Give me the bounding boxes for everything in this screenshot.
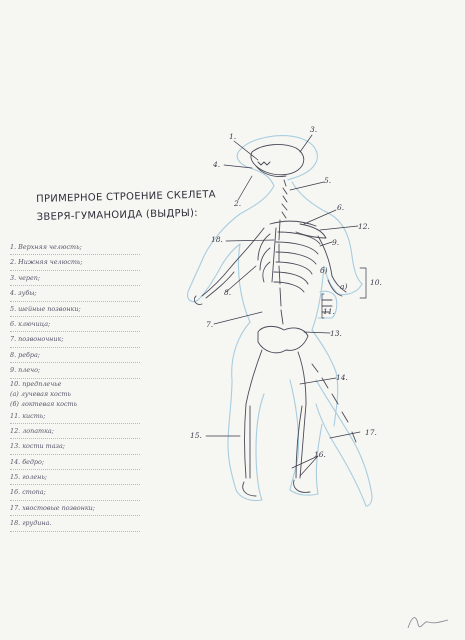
legend-item-group: 10. предплечье (а) лучевая кость (б) лок… bbox=[10, 379, 140, 409]
cervical-vertebrae bbox=[281, 179, 288, 219]
skull bbox=[250, 144, 305, 176]
sternum bbox=[271, 227, 277, 283]
humerus-right bbox=[229, 227, 265, 269]
label-6: 6. bbox=[337, 203, 345, 212]
legend-item: 1. Верхняя челюсть; bbox=[10, 240, 140, 256]
lower-jaw bbox=[255, 165, 287, 177]
label-16: 16. bbox=[314, 450, 326, 459]
label-8: 8. bbox=[224, 288, 232, 297]
legend-item: 2. Нижняя челюсть; bbox=[10, 255, 140, 271]
bones bbox=[193, 144, 357, 497]
legend-item: 6. ключица; bbox=[10, 317, 140, 333]
label-10: 10. bbox=[370, 278, 382, 287]
hand-right bbox=[193, 295, 203, 305]
legend-item: 9. плечо; bbox=[10, 363, 140, 379]
label-1: 1. bbox=[229, 132, 237, 141]
label-5: 5. bbox=[324, 176, 332, 185]
legend-item: 4. зубы; bbox=[10, 286, 140, 302]
legend-item: 13. кости таза; bbox=[10, 439, 140, 455]
pelvis bbox=[257, 325, 309, 354]
label-17: 17. bbox=[365, 428, 377, 437]
legend-item: 16. стопа; bbox=[10, 485, 140, 501]
label-11: 11. bbox=[323, 307, 335, 316]
artist-signature bbox=[407, 617, 449, 629]
ribs bbox=[273, 231, 321, 293]
foot-right bbox=[242, 481, 257, 497]
leader-lines bbox=[205, 134, 367, 477]
legend-item: 18. грудина. bbox=[10, 516, 140, 532]
label-9: 9. bbox=[332, 238, 340, 247]
femur-right bbox=[245, 349, 263, 405]
label-18: 18. bbox=[211, 235, 223, 244]
tail-vertebrae bbox=[311, 363, 357, 443]
legend-subitem: (б) локтевая кость bbox=[10, 399, 78, 408]
forearm-right bbox=[201, 267, 235, 299]
legend-item: 14. бедро; bbox=[10, 455, 140, 471]
clavicle bbox=[269, 220, 317, 227]
legend-item: 5. шейные позвонки; bbox=[10, 302, 140, 317]
label-7: 7. bbox=[206, 320, 214, 329]
hand-left bbox=[321, 299, 333, 313]
foot-left bbox=[293, 479, 311, 493]
legend-subitem: (а) лучевая кость bbox=[10, 389, 71, 398]
legend-item: 11. кисть; bbox=[10, 409, 140, 424]
femur-left bbox=[297, 351, 307, 405]
legend-item: 12. лопатка; bbox=[10, 424, 140, 440]
legend-item: 7. позвоночник; bbox=[10, 332, 140, 348]
ribs-left bbox=[257, 233, 271, 283]
legend-item: 8. ребра; bbox=[10, 348, 140, 364]
legend-list: 1. Верхняя челюсть; 2. Нижняя челюсть; 3… bbox=[10, 240, 140, 532]
forearm-left bbox=[327, 275, 347, 297]
label-a: а) bbox=[340, 282, 348, 291]
spine bbox=[278, 219, 284, 325]
body-outline bbox=[187, 135, 373, 507]
scapula bbox=[295, 223, 327, 239]
label-12: 12. bbox=[358, 222, 370, 231]
label-b: б) bbox=[320, 266, 328, 275]
legend-item: 17. хвостовые позвонки; bbox=[10, 501, 140, 517]
label-3: 3. bbox=[310, 125, 318, 134]
label-2: 2. bbox=[234, 199, 242, 208]
legend-item: 3. череп; bbox=[10, 271, 140, 287]
label-13: 13. bbox=[330, 329, 342, 338]
legend-item: 15. голень; bbox=[10, 470, 140, 486]
tibia-right bbox=[244, 403, 251, 479]
legend-item: 10. предплечье bbox=[10, 379, 62, 388]
humerus-left bbox=[317, 235, 333, 277]
label-15: 15. bbox=[190, 431, 202, 440]
tibia-left bbox=[295, 403, 307, 479]
teeth bbox=[257, 161, 271, 166]
label-14: 14. bbox=[336, 373, 348, 382]
label-4: 4. bbox=[213, 160, 221, 169]
